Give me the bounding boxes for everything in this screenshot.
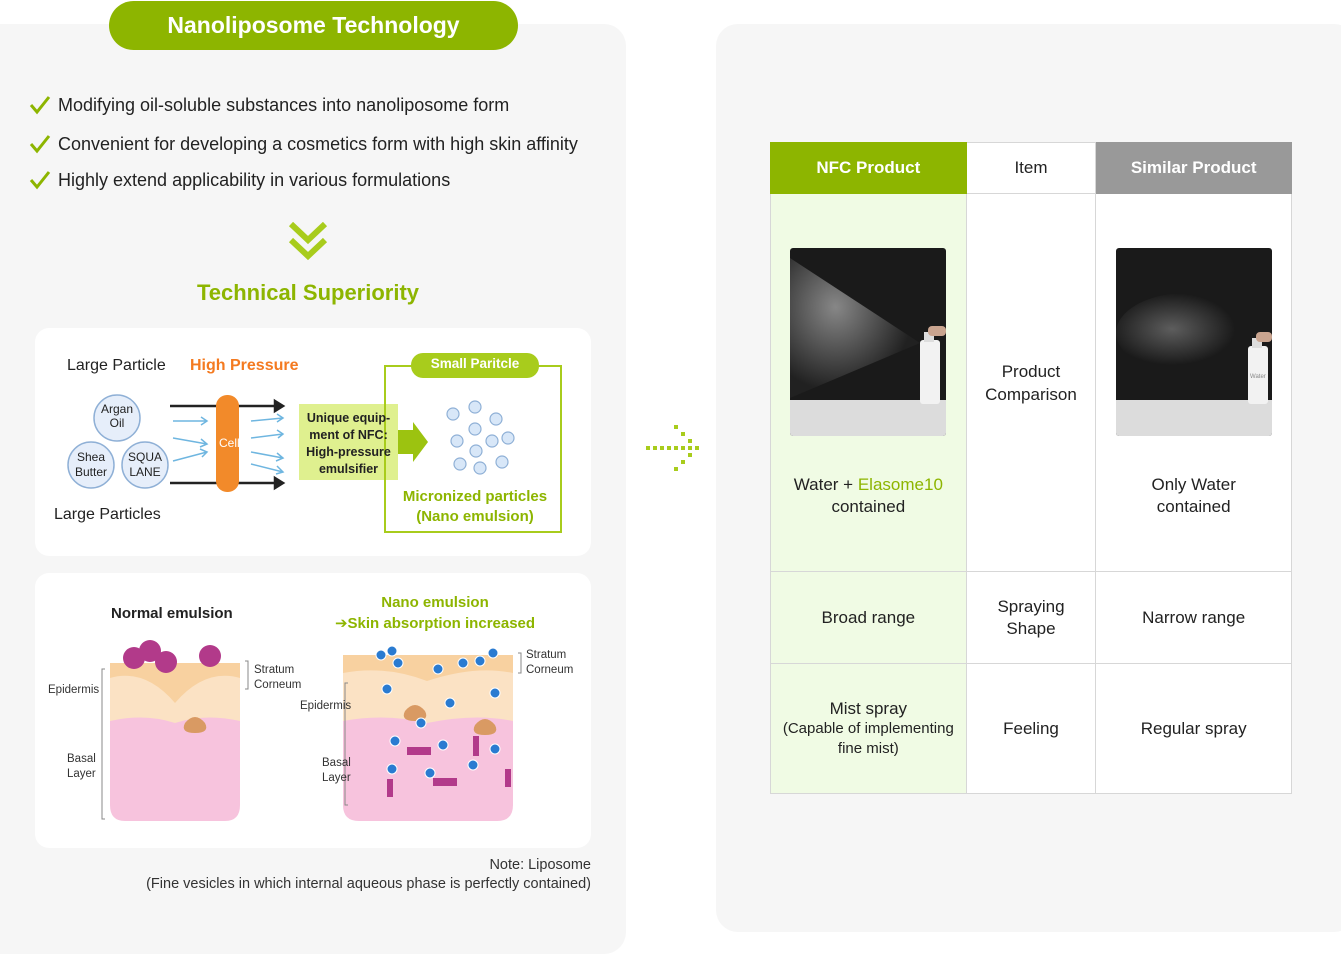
small-particle-label: Small Paritcle: [430, 356, 520, 371]
note-title: Note: Liposome: [489, 857, 591, 873]
item-feeling: Feeling: [965, 663, 1097, 794]
double-chevron-down-icon: [289, 222, 327, 261]
header-item: Item: [965, 142, 1097, 194]
cell-label: Cell: [219, 436, 240, 450]
particle-diagram: [67, 353, 562, 533]
large-particles-label: Large Particles: [54, 506, 161, 523]
table-header-row: NFC Product Item Similar Product: [770, 142, 1292, 194]
water-bottle-label: Water: [1250, 374, 1266, 380]
note-description: (Fine vesicles in which internal aqueous…: [146, 876, 591, 892]
bullet-text: Modifying oil-soluble substances into na…: [58, 94, 510, 115]
bullet-item: Highly extend applicability in various f…: [28, 168, 450, 192]
nfc-feeling-cell: Mist spray (Capable of implementing fine…: [770, 663, 967, 794]
header-nfc-product: NFC Product: [770, 142, 967, 194]
header-similar-product: Similar Product: [1095, 142, 1292, 194]
skin-diagram-card: Normal emulsion Nano emulsion ➔Skin abso…: [35, 573, 591, 848]
nfc-water-text: Water +: [793, 474, 858, 494]
nfc-comparison-cell: Water + Elasome10 contained: [770, 193, 967, 572]
check-icon: [29, 135, 51, 154]
nfc-spray-photo: [790, 247, 947, 436]
bullet-item: Modifying oil-soluble substances into na…: [28, 93, 509, 117]
bullet-item: Convenient for developing a cosmetics fo…: [28, 132, 578, 156]
epidermis-label: Epidermis: [300, 700, 352, 712]
nano-emulsion-subtitle: ➔Skin absorption increased: [334, 615, 536, 632]
product-comparison-table: NFC Product Item Similar Product Water +…: [770, 142, 1292, 794]
skin-layers-diagram: [101, 640, 522, 821]
check-icon: [29, 171, 51, 190]
similar-spraying-cell: Narrow range: [1095, 571, 1292, 664]
nano-emulsion-title: Nano emulsion: [381, 594, 489, 611]
check-icon: [29, 96, 51, 115]
bullet-text: Highly extend applicability in various f…: [58, 169, 451, 190]
table-row: Mist spray (Capable of implementing fine…: [770, 663, 1292, 794]
normal-emulsion-title: Normal emulsion: [111, 605, 233, 622]
large-particle-label: Large Particle: [67, 357, 166, 374]
high-pressure-label: High Pressure: [190, 357, 299, 374]
bullet-text: Convenient for developing a cosmetics fo…: [58, 133, 578, 154]
similar-spray-photo: Water: [1115, 247, 1272, 436]
similar-feeling-cell: Regular spray: [1095, 663, 1292, 794]
nfc-contained-text: contained: [831, 496, 906, 516]
nfc-spraying-cell: Broad range: [770, 571, 967, 664]
particle-diagram-card: Large Particle High Pressure: [35, 328, 591, 556]
epidermis-label: Epidermis: [48, 684, 100, 696]
nanoliposome-badge: Nanoliposome Technology: [109, 1, 518, 50]
micronized-label: Micronized particles(Nano emulsion): [402, 488, 548, 525]
technical-superiority-title: Technical Superiority: [196, 280, 420, 305]
arrow-right-icon: [646, 425, 699, 471]
elasome-highlight: Elasome10: [857, 474, 943, 494]
